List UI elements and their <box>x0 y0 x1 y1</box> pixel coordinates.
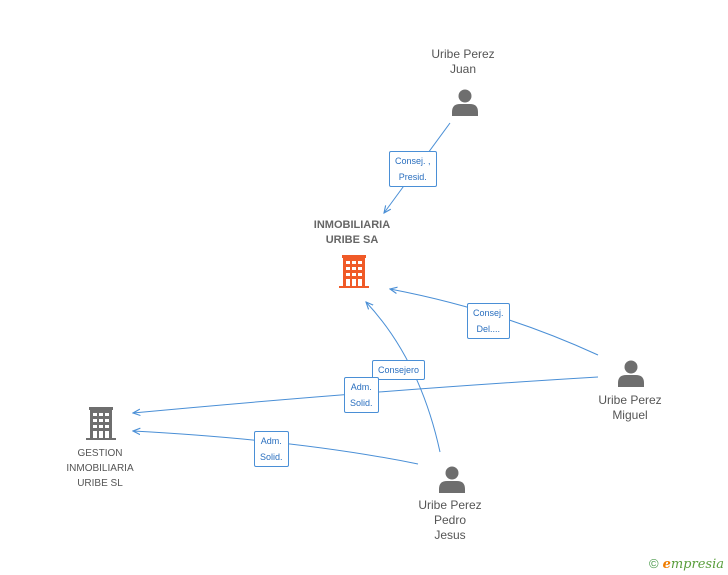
person-label-miguel[interactable]: Uribe Perez Miguel <box>580 393 680 423</box>
person-icon[interactable] <box>452 89 478 117</box>
brand-logo[interactable]: ©empresia <box>649 556 724 572</box>
relation-role: Solid. <box>350 398 373 408</box>
brand-logo-mark: e <box>662 557 671 572</box>
person-label-juan[interactable]: Uribe Perez Juan <box>413 47 513 77</box>
relation-label-miguel-gestion[interactable]: Adm. Solid. <box>344 377 379 413</box>
company-label-gestion-inmobiliaria-uribe-sl[interactable]: GESTION INMOBILIARIA URIBE SL <box>48 446 152 491</box>
person-name-line: Jesus <box>434 528 466 542</box>
relation-label-pedro-gestion[interactable]: Adm. Solid. <box>254 431 289 467</box>
relation-role: Presid. <box>398 172 427 182</box>
person-label-pedro[interactable]: Uribe Perez Pedro Jesus <box>400 498 500 543</box>
company-name-line: INMOBILIARIA <box>313 219 391 231</box>
relation-role: Solid. <box>260 452 283 462</box>
person-icon[interactable] <box>439 466 465 494</box>
copyright-icon: © <box>648 556 659 571</box>
company-name-line: INMOBILIARIA <box>66 463 134 474</box>
relation-role: Consejero <box>378 365 420 375</box>
brand-logo-text: mpresia <box>670 557 724 572</box>
person-icon[interactable] <box>618 360 644 388</box>
relation-label-miguel-inmobiliaria[interactable]: Consej. Del.... <box>467 303 510 339</box>
relation-role: Adm. <box>350 382 372 392</box>
relation-label-pedro-inmobiliaria[interactable]: Consejero <box>372 360 426 380</box>
person-name-line: Pedro <box>433 513 467 527</box>
company-label-inmobiliaria-uribe-sa[interactable]: INMOBILIARIA URIBE SA <box>292 218 412 248</box>
person-name-line: Uribe Perez <box>418 498 482 512</box>
relation-role: Consej. <box>473 308 504 318</box>
person-name-line: Uribe Perez <box>431 47 495 61</box>
building-icon[interactable] <box>339 255 369 288</box>
building-icon[interactable] <box>86 407 116 440</box>
company-name-line: URIBE SA <box>325 234 379 246</box>
person-name-line: Uribe Perez <box>598 393 662 407</box>
relation-role: Adm. <box>260 436 282 446</box>
relation-label-juan[interactable]: Consej. , Presid. <box>389 151 437 187</box>
person-name-line: Miguel <box>612 408 648 422</box>
relation-role: Consej. , <box>395 156 431 166</box>
relation-role: Del.... <box>476 324 501 334</box>
company-name-line: GESTION <box>77 448 123 459</box>
company-name-line: URIBE SL <box>77 478 123 489</box>
person-name-line: Juan <box>449 62 477 76</box>
